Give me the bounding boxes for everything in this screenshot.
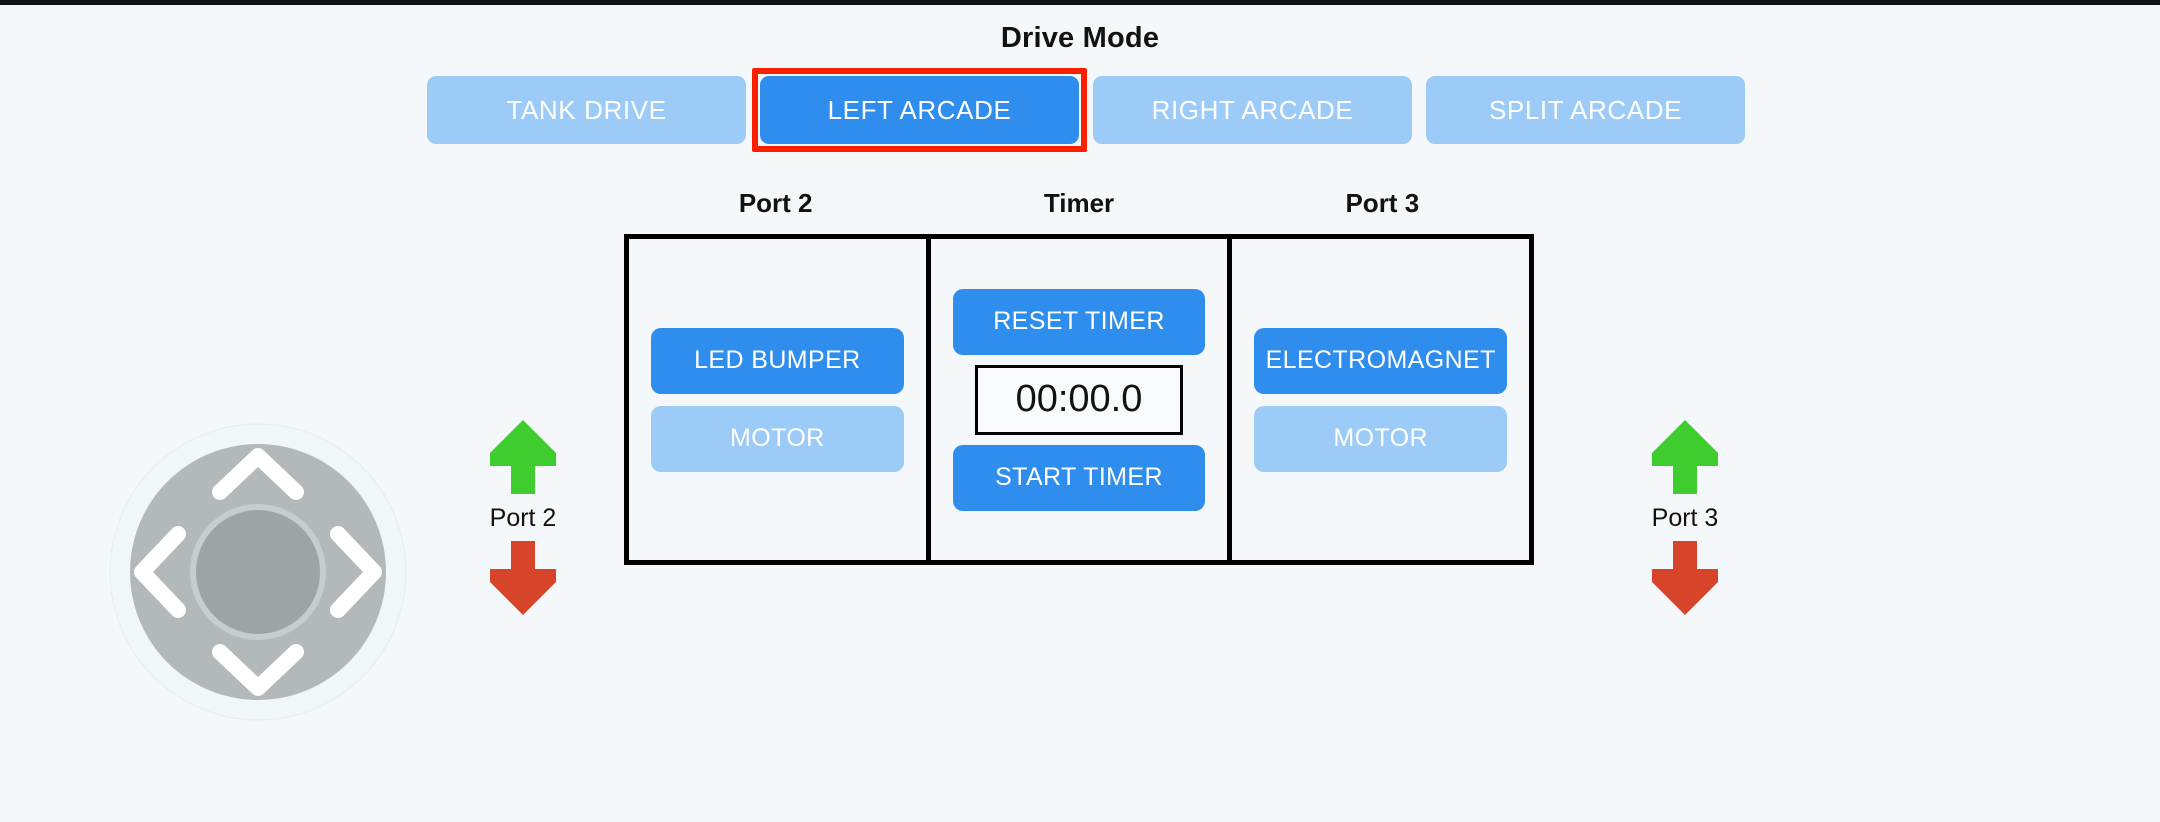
button-label: RESET TIMER (993, 307, 1165, 335)
drive-mode-button-label: SPLIT ARCADE (1488, 94, 1683, 125)
panel-header-port-3: Port 3 (1345, 188, 1420, 218)
top-edge-strip (0, 0, 2160, 5)
drive-mode-button-right-arcade[interactable]: RIGHT ARCADE (1093, 76, 1412, 144)
dpad-down-chevron-icon[interactable] (212, 644, 304, 696)
port-2-arrow-control: Port 2 (453, 418, 593, 617)
panel-column-timer: RESET TIMER 00:00.0 START TIMER (925, 239, 1228, 560)
dpad-knob[interactable] (196, 510, 320, 634)
device-panel: LED BUMPER MOTOR RESET TIMER 00:00.0 STA… (624, 234, 1534, 565)
port-3-up-arrow-icon[interactable] (1650, 418, 1720, 496)
panel-column-port-2: LED BUMPER MOTOR (629, 239, 926, 560)
panel-header-port-2: Port 2 (738, 188, 813, 218)
panel-column-port-3: ELECTROMAGNET MOTOR (1227, 239, 1529, 560)
dpad-up-chevron-icon[interactable] (212, 448, 304, 500)
drive-mode-button-group: TANK DRIVE LEFT ARCADE RIGHT ARCADE SPLI… (427, 68, 1745, 152)
drive-mode-button-label: RIGHT ARCADE (1151, 94, 1354, 125)
button-label: ELECTROMAGNET (1265, 346, 1496, 374)
drive-mode-button-label: TANK DRIVE (506, 94, 667, 125)
port-2-down-arrow-icon[interactable] (488, 539, 558, 617)
panel-header-row: Port 2 Timer Port 3 (624, 188, 1534, 219)
drive-mode-button-label: LEFT ARCADE (827, 94, 1012, 125)
port-3-electromagnet-button[interactable]: ELECTROMAGNET (1254, 327, 1508, 394)
drive-mode-button-tank-drive[interactable]: TANK DRIVE (427, 76, 746, 144)
port-3-down-arrow-icon[interactable] (1650, 539, 1720, 617)
panel-header-timer: Timer (1043, 188, 1115, 218)
port-2-motor-button[interactable]: MOTOR (651, 405, 904, 472)
timer-display: 00:00.0 (975, 364, 1183, 435)
port-2-arrow-label: Port 2 (489, 504, 557, 532)
drive-mode-button-split-arcade[interactable]: SPLIT ARCADE (1426, 76, 1745, 144)
button-label: MOTOR (1333, 424, 1428, 452)
port-3-arrow-control: Port 3 (1615, 418, 1755, 617)
button-label: START TIMER (995, 463, 1163, 491)
dpad-left-chevron-icon[interactable] (134, 526, 186, 618)
button-label: LED BUMPER (694, 346, 861, 374)
drive-mode-button-left-arcade[interactable]: LEFT ARCADE (752, 68, 1087, 152)
drive-mode-title: Drive Mode (1000, 22, 1160, 54)
port-3-arrow-label: Port 3 (1651, 504, 1719, 532)
port-2-led-bumper-button[interactable]: LED BUMPER (651, 327, 904, 394)
dpad-right-chevron-icon[interactable] (330, 526, 382, 618)
dpad-joystick[interactable] (108, 422, 408, 722)
button-label: MOTOR (730, 424, 825, 452)
start-timer-button[interactable]: START TIMER (952, 444, 1206, 511)
port-3-motor-button[interactable]: MOTOR (1254, 405, 1508, 472)
port-2-up-arrow-icon[interactable] (488, 418, 558, 496)
reset-timer-button[interactable]: RESET TIMER (952, 288, 1206, 355)
